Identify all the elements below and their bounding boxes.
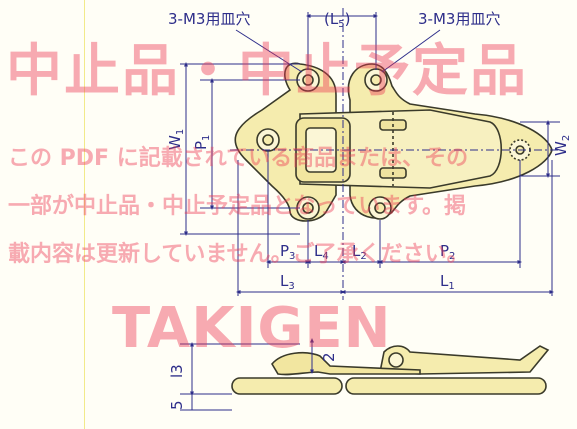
dimension-labels: 3-M3用皿穴 3-M3用皿穴 (L5) W1 P1 W2 P3 L4 L2 P… [166, 10, 572, 410]
margin-guide-line [84, 0, 85, 429]
label-L3: L3 [280, 272, 295, 292]
label-L2: L2 [352, 242, 367, 262]
side-view [231, 345, 550, 395]
label-5: 5 [168, 400, 186, 410]
plan-view [234, 62, 553, 222]
label-L1: L1 [440, 272, 455, 292]
hole-note-left: 3-M3用皿穴 [168, 10, 250, 28]
label-L5: (L5) [324, 10, 350, 30]
label-2: 2 [320, 352, 338, 362]
label-W2: W2 [552, 135, 572, 156]
label-P2: P2 [440, 242, 455, 262]
hole-note-right: 3-M3用皿穴 [418, 10, 500, 28]
side-pivot [388, 352, 404, 368]
side-dimension-lines [180, 338, 314, 411]
side-lever [379, 345, 550, 375]
side-hook [271, 351, 421, 376]
label-P1: P1 [192, 135, 212, 150]
side-keeper-base [231, 377, 343, 395]
label-P3: P3 [280, 242, 295, 262]
dimension-lines [180, 8, 560, 300]
label-l3: l3 [168, 364, 186, 378]
label-W1: W1 [166, 129, 186, 150]
side-latch-base [345, 377, 547, 395]
label-L4: L4 [314, 242, 329, 262]
